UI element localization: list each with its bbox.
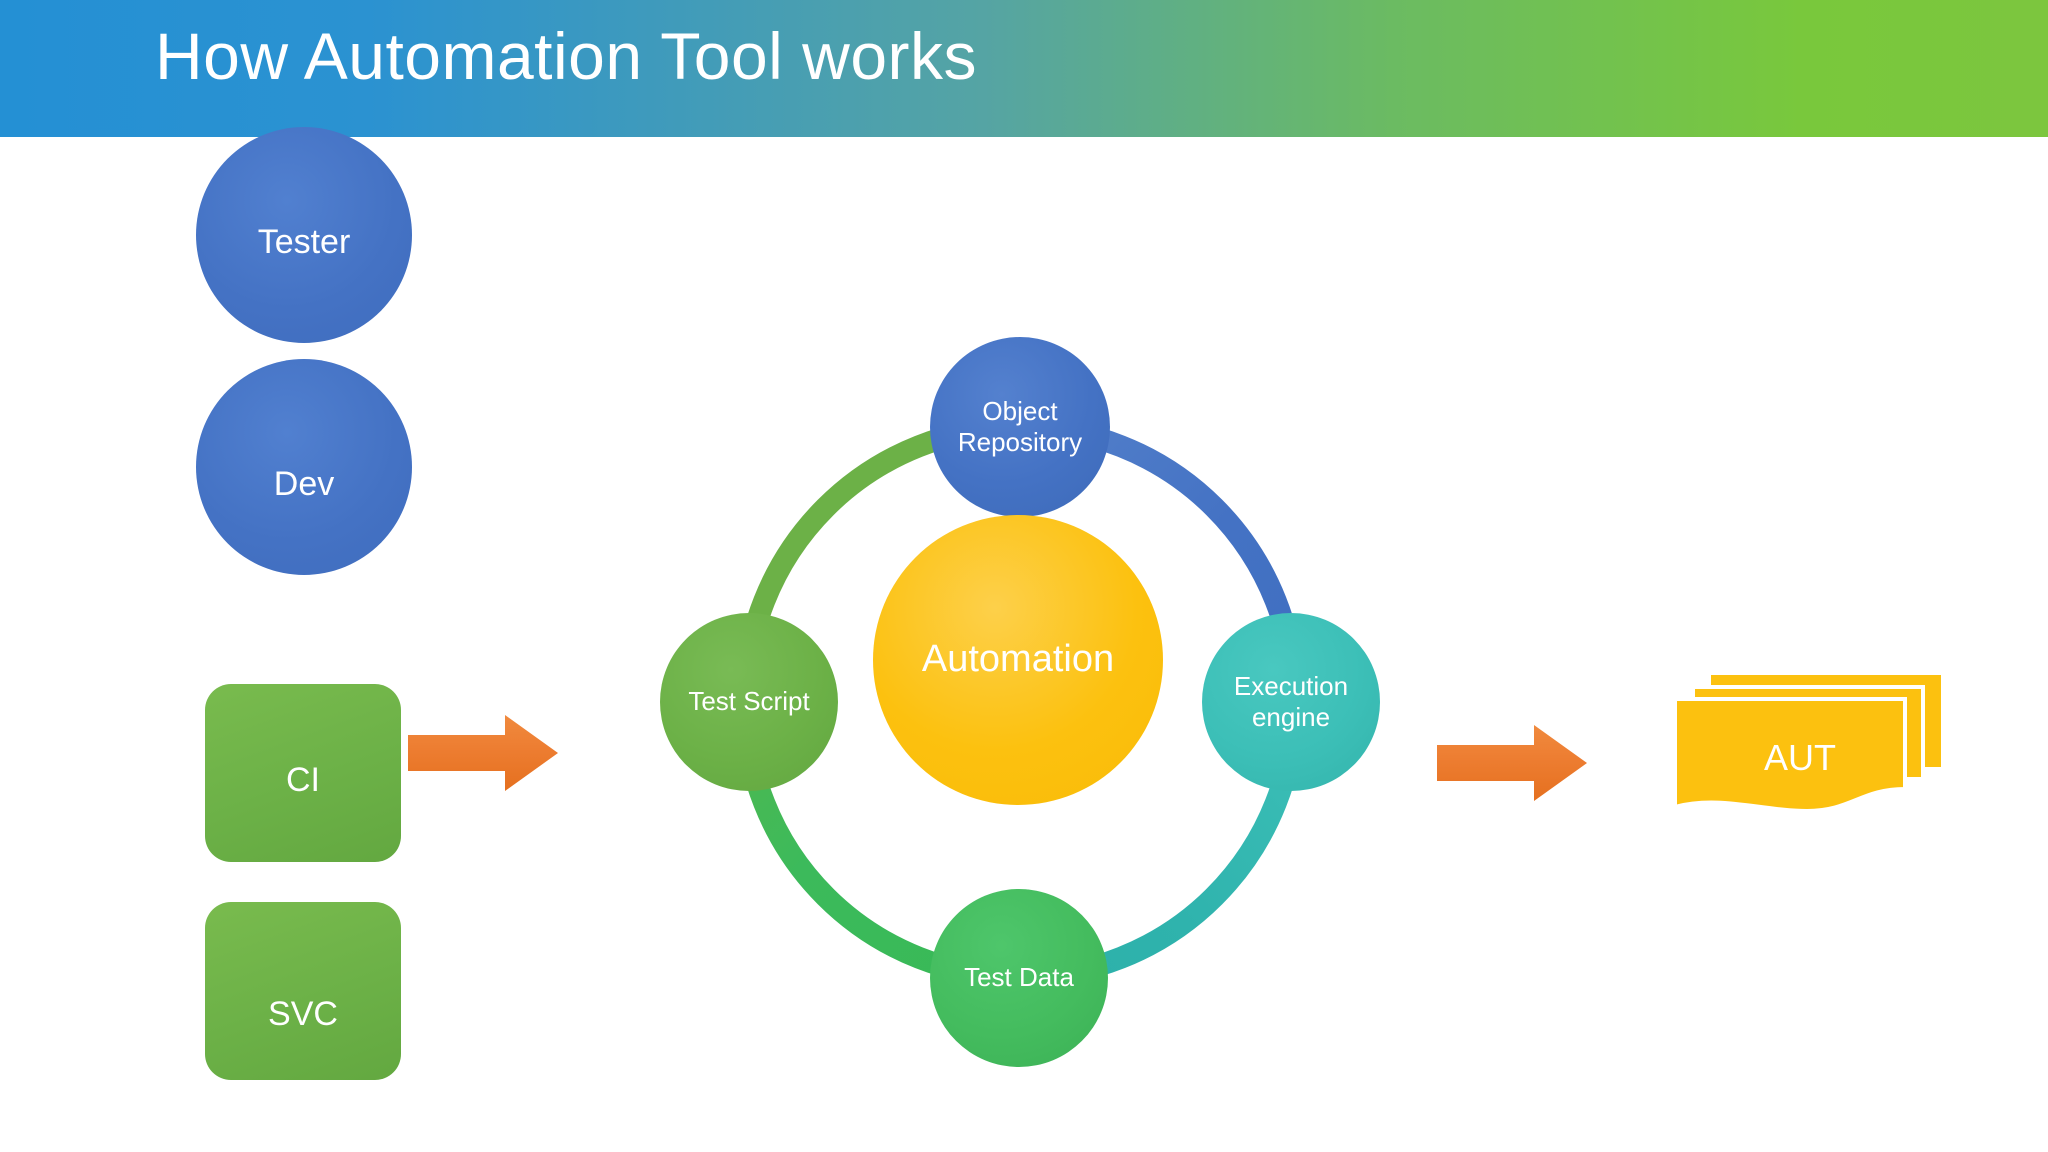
node-object-repository-label: Object Repository — [957, 395, 1083, 457]
node-automation-hub[interactable]: Automation — [873, 515, 1163, 805]
node-ci[interactable]: CI — [205, 684, 401, 862]
node-automation-label: Automation — [921, 638, 1115, 681]
node-dev-label: Dev — [273, 465, 335, 504]
node-execution-engine[interactable]: Execution engine — [1202, 613, 1380, 791]
diagram-canvas: Tester Dev CI SVC — [0, 127, 2048, 1152]
page-title: How Automation Tool works — [155, 19, 977, 93]
node-execution-engine-label: Execution engine — [1233, 670, 1349, 732]
node-object-repository[interactable]: Object Repository — [930, 337, 1110, 517]
node-aut[interactable] — [1673, 675, 1945, 815]
node-ci-label: CI — [286, 761, 320, 800]
node-svc[interactable]: SVC — [205, 902, 401, 1080]
arrow-inputs-to-cycle-icon — [408, 715, 558, 796]
node-dev[interactable]: Dev — [196, 359, 412, 575]
node-test-script-label: Test Script — [688, 686, 810, 717]
node-svc-label: SVC — [268, 995, 338, 1034]
node-test-data-label: Test Data — [964, 962, 1074, 993]
node-test-script[interactable]: Test Script — [660, 613, 838, 791]
document-stack-icon — [1673, 675, 1941, 814]
node-tester-label: Tester — [257, 223, 351, 262]
arrow-cycle-to-aut-icon — [1437, 725, 1587, 806]
automation-cycle-diagram: Object Repository Execution engine Test … — [630, 337, 1430, 1097]
header-bar: How Automation Tool works — [0, 0, 2048, 137]
node-test-data[interactable]: Test Data — [930, 889, 1108, 1067]
node-tester[interactable]: Tester — [196, 127, 412, 343]
